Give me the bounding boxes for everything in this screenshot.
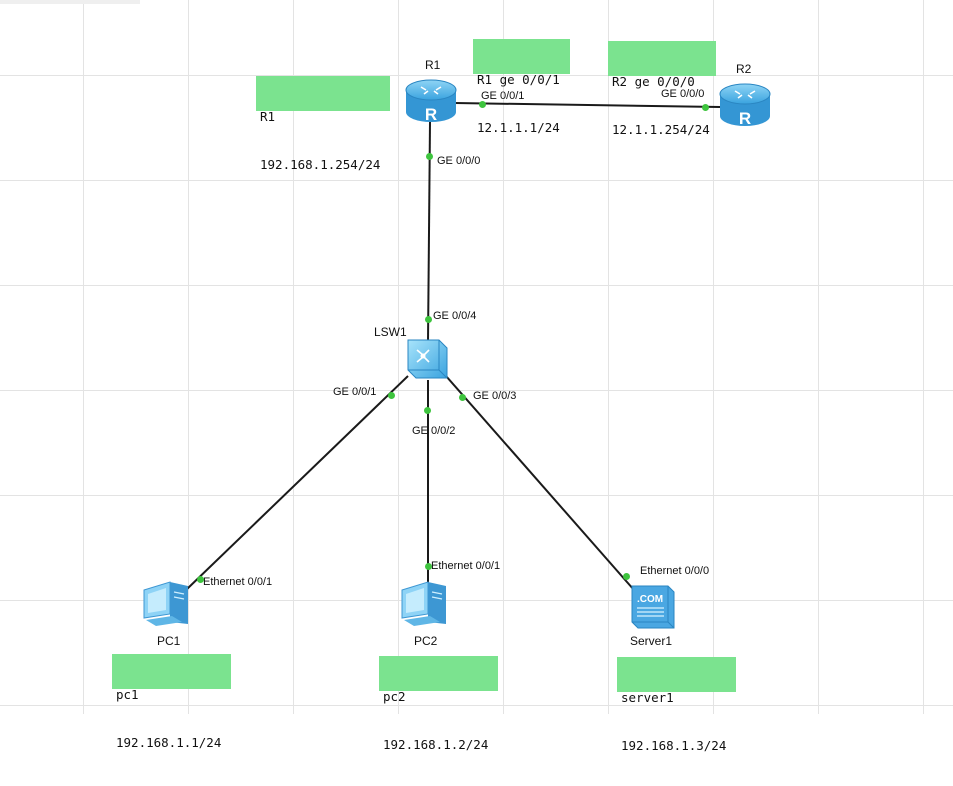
router-icon: R xyxy=(719,83,771,128)
port-dot xyxy=(479,101,486,108)
note-line: 192.168.1.2/24 xyxy=(383,737,489,752)
note-line: R2 ge 0/0/0 xyxy=(612,74,695,89)
switch-lsw1[interactable] xyxy=(403,336,449,387)
port-label-r1-ge001: GE 0/0/1 xyxy=(481,90,525,102)
device-label-pc1: PC1 xyxy=(157,634,181,648)
topology-canvas[interactable]: R R1 R R2 xyxy=(0,0,953,753)
note-server1[interactable]: server1 192.168.1.3/24 xyxy=(617,657,736,753)
port-label-pc2-eth: Ethernet 0/0/1 xyxy=(431,560,501,572)
port-label-lsw-ge003: GE 0/0/3 xyxy=(473,390,517,402)
port-dot xyxy=(197,576,204,583)
note-r1-wan[interactable]: R1 ge 0/0/1 12.1.1.1/24 xyxy=(473,39,570,135)
note-line: R1 ge 0/0/1 xyxy=(477,72,560,87)
note-line: 192.168.1.3/24 xyxy=(621,738,727,753)
link-lsw1-pc1[interactable] xyxy=(185,375,409,591)
port-label-lsw-ge002: GE 0/0/2 xyxy=(412,425,456,437)
note-line: 12.1.1.1/24 xyxy=(477,120,560,135)
svg-text:R: R xyxy=(425,105,437,124)
port-dot xyxy=(459,394,466,401)
port-label-pc1-eth: Ethernet 0/0/1 xyxy=(203,576,273,588)
server-server1[interactable]: .COM xyxy=(628,582,678,635)
device-label-lsw1: LSW1 xyxy=(374,325,407,339)
pc-pc1[interactable] xyxy=(140,578,196,631)
device-label-r1: R1 xyxy=(425,58,441,72)
note-line: 192.168.1.254/24 xyxy=(260,157,381,172)
router-icon: R xyxy=(405,79,457,124)
note-r1-lan[interactable]: R1 192.168.1.254/24 xyxy=(256,76,390,172)
server-icon: .COM xyxy=(631,585,675,629)
note-line: server1 xyxy=(621,690,674,705)
device-label-r2: R2 xyxy=(736,62,752,76)
links-layer xyxy=(185,102,721,591)
port-label-lsw-ge001: GE 0/0/1 xyxy=(333,386,377,398)
pc-icon xyxy=(143,581,188,626)
device-label-pc2: PC2 xyxy=(414,634,438,648)
note-pc2[interactable]: pc2 192.168.1.2/24 xyxy=(379,656,498,752)
router-r2[interactable]: R xyxy=(718,82,772,135)
port-label-server1-eth: Ethernet 0/0/0 xyxy=(640,565,710,577)
port-dot xyxy=(425,563,432,570)
link-lsw1-server1[interactable] xyxy=(445,375,635,591)
note-line: pc1 xyxy=(116,687,139,702)
switch-icon xyxy=(407,339,448,379)
port-dot xyxy=(425,316,432,323)
port-label-lsw-ge004: GE 0/0/4 xyxy=(433,310,477,322)
note-line: 12.1.1.254/24 xyxy=(612,122,710,137)
port-dot xyxy=(702,104,709,111)
note-line: 192.168.1.1/24 xyxy=(116,735,222,750)
router-r1[interactable]: R xyxy=(404,78,458,131)
note-line: pc2 xyxy=(383,689,406,704)
note-pc1[interactable]: pc1 192.168.1.1/24 xyxy=(112,654,231,750)
device-label-server1: Server1 xyxy=(630,634,673,648)
toolbar-remnant xyxy=(0,0,140,4)
port-dot xyxy=(424,407,431,414)
note-r2-wan[interactable]: R2 ge 0/0/0 12.1.1.254/24 xyxy=(608,41,716,137)
port-dot xyxy=(426,153,433,160)
pc-pc2[interactable] xyxy=(398,578,454,631)
pc-icon xyxy=(401,581,446,626)
link-r1-r2[interactable] xyxy=(454,102,721,108)
port-dot xyxy=(388,392,395,399)
server-badge: .COM xyxy=(637,594,663,605)
port-label-r2-ge000: GE 0/0/0 xyxy=(661,88,705,100)
port-dot xyxy=(623,573,630,580)
svg-text:R: R xyxy=(739,109,751,128)
port-label-r1-ge000: GE 0/0/0 xyxy=(437,155,481,167)
note-line: R1 xyxy=(260,109,276,124)
